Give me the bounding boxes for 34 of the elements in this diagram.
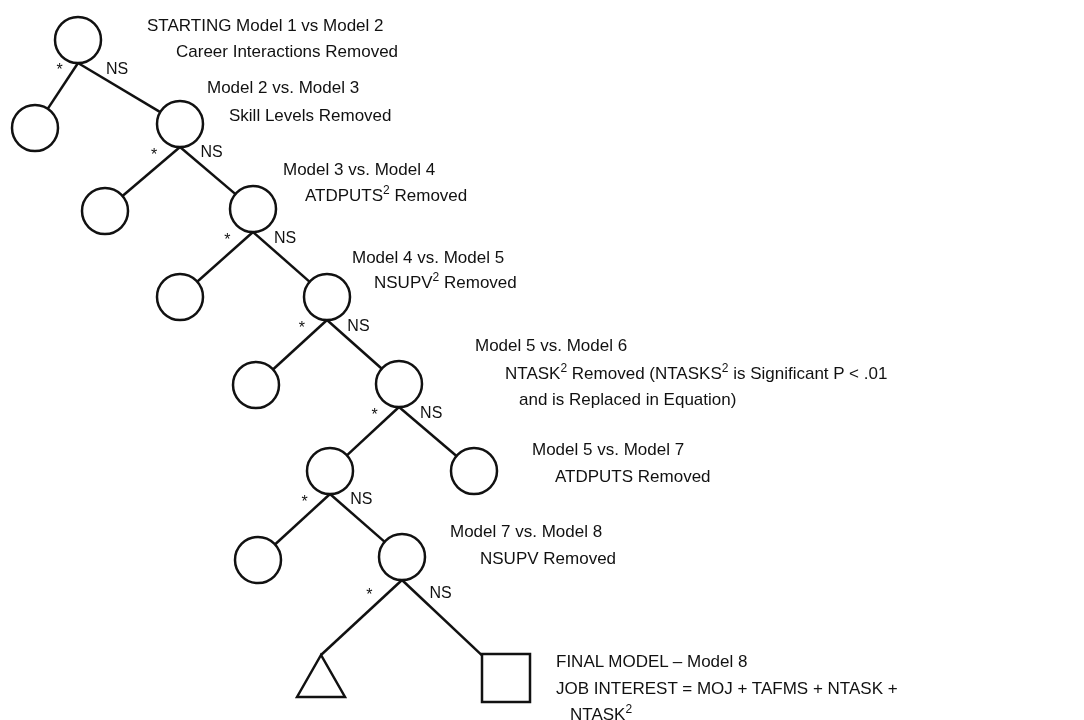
node-caption: ATDPUTS$^{2}$ Removed <box>305 186 468 206</box>
tree-branch <box>346 406 400 457</box>
node-caption: STARTING Model 1 vs Model 2 <box>147 16 384 36</box>
node-caption: NSUPV$^{2}$ Removed <box>374 273 517 293</box>
tree-branch <box>329 493 386 543</box>
edge-label: NS <box>272 229 298 246</box>
tree-branch <box>179 146 237 196</box>
tree-branch <box>320 579 403 656</box>
node-caption: Model 7 vs. Model 8 <box>450 522 603 542</box>
edge-label: NS <box>105 60 130 77</box>
node-caption: Model 3 vs. Model 4 <box>283 160 436 180</box>
tree-branch <box>398 406 458 457</box>
tree-branch <box>274 493 331 546</box>
tree-branch <box>326 319 383 370</box>
node-caption: ATDPUTS Removed <box>555 467 711 487</box>
tree-branch <box>77 61 161 114</box>
tree-branch <box>196 231 254 283</box>
node-caption: Model 4 vs. Model 5 <box>352 248 505 268</box>
tree-branch <box>46 62 80 110</box>
node-caption: Model 2 vs. Model 3 <box>207 78 360 98</box>
tree-branch <box>252 231 311 283</box>
tree-branch <box>121 146 181 197</box>
node-caption: NTASK$^{2}$ Removed (NTASKS$^{2}$ is Significant P < .01 and is Replaced in Equation) <box>505 361 889 411</box>
node-caption: Model 5 vs. Model 7 <box>532 440 685 460</box>
node-caption: NSUPV Removed <box>480 549 617 569</box>
node-caption: FINAL MODEL – Model 8 <box>556 652 748 672</box>
tree-branch <box>401 579 483 657</box>
tree-branch <box>272 319 328 371</box>
edge-label: NS <box>346 317 371 334</box>
node-caption: Skill Levels Removed <box>229 106 392 126</box>
node-caption: Career Interactions Removed <box>176 42 399 62</box>
edge-label: NS <box>419 404 444 421</box>
node-caption: Model 5 vs. Model 6 <box>475 336 628 356</box>
node-caption: JOB INTEREST = MOJ + TAFMS + NTASK + NTASK$^{2}$ <box>556 678 899 720</box>
